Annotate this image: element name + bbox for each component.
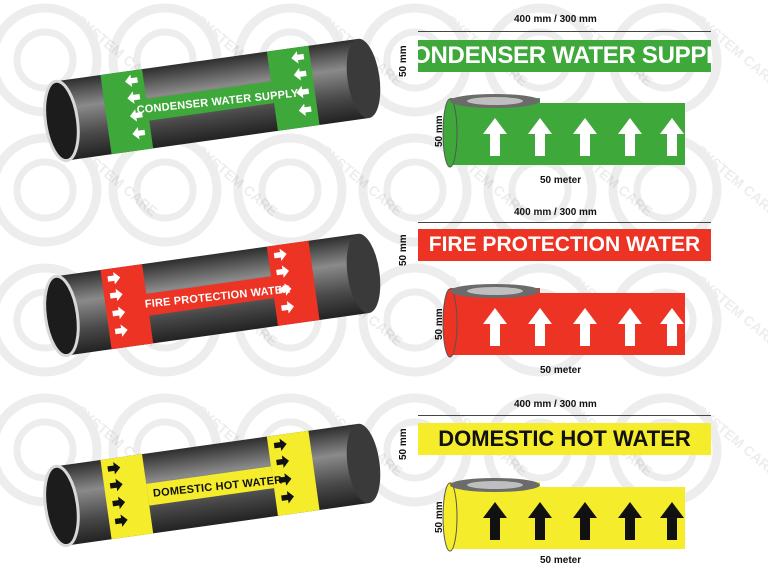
flow-arrow-icon bbox=[278, 283, 292, 296]
roll-core bbox=[467, 287, 523, 295]
banner-label: DOMESTIC HOT WATER bbox=[438, 426, 691, 451]
pipe-illustration: DOMESTIC HOT WATER bbox=[43, 423, 381, 548]
pipe-end bbox=[346, 233, 381, 314]
marker-label-band bbox=[146, 276, 275, 316]
banner-strip: CONDENSER WATER SUPPLY bbox=[418, 40, 711, 72]
flow-arrow-icon bbox=[618, 502, 642, 540]
roll-side bbox=[442, 288, 458, 358]
width-dimension-line bbox=[418, 222, 711, 223]
flow-arrow-icon bbox=[528, 502, 552, 540]
flow-arrow-icon bbox=[483, 308, 507, 346]
pipe-illustration: FIRE PROTECTION WATER bbox=[43, 233, 381, 358]
roll-length-label: 50 meter bbox=[540, 175, 582, 186]
roll-length-label: 50 meter bbox=[540, 365, 582, 376]
flow-arrow-icon bbox=[114, 324, 128, 337]
flow-arrow-icon bbox=[573, 118, 597, 156]
marker-band-left bbox=[100, 264, 154, 350]
height-dimension-label: 50 mm bbox=[398, 234, 409, 266]
tape-roll bbox=[442, 284, 685, 358]
roll-core bbox=[467, 481, 523, 489]
flow-arrow-icon bbox=[125, 74, 138, 88]
flow-arrow-icon bbox=[293, 67, 307, 81]
pipe-end bbox=[346, 423, 381, 504]
flow-arrow-icon bbox=[660, 502, 684, 540]
flow-arrow-icon bbox=[660, 118, 684, 156]
flow-arrow-icon bbox=[114, 514, 128, 527]
flow-arrow-icon bbox=[109, 288, 123, 302]
flow-arrow-icon bbox=[281, 491, 295, 504]
banner-label: CONDENSER WATER SUPPLY bbox=[418, 42, 711, 69]
flow-arrow-icon bbox=[660, 308, 684, 346]
flow-arrow-icon bbox=[298, 103, 312, 117]
flow-arrow-icon bbox=[132, 127, 146, 140]
pipe-illustration: CONDENSER WATER SUPPLY bbox=[43, 38, 381, 163]
marker-label-band bbox=[146, 466, 275, 506]
flow-arrow-icon bbox=[528, 118, 552, 156]
banner-label: FIRE PROTECTION WATER bbox=[428, 233, 701, 256]
pipe-end bbox=[346, 38, 381, 119]
flow-arrow-icon bbox=[273, 438, 287, 452]
flow-arrow-icon bbox=[573, 308, 597, 346]
flow-arrow-icon bbox=[127, 91, 141, 104]
flow-arrow-icon bbox=[112, 306, 126, 320]
flow-arrow-icon bbox=[528, 308, 552, 346]
roll-length-label: 50 meter bbox=[540, 555, 582, 566]
flow-arrow-icon bbox=[112, 496, 126, 510]
tape-roll bbox=[442, 94, 685, 168]
width-dimension-line bbox=[418, 415, 711, 416]
marker-band-right bbox=[266, 430, 320, 516]
marker-band-left bbox=[100, 454, 154, 540]
marker-row-condenser: CONDENSER WATER SUPPLY 400 mm / 300 mm C… bbox=[0, 5, 768, 190]
marker-row-domestic: DOMESTIC HOT WATER 400 mm / 300 mm DOMES… bbox=[0, 390, 768, 575]
roll-side bbox=[442, 98, 458, 168]
width-dimension-label: 400 mm / 300 mm bbox=[514, 14, 597, 25]
banner-strip: FIRE PROTECTION WATER bbox=[418, 229, 711, 261]
flow-arrow-icon bbox=[276, 455, 289, 468]
flow-arrow-icon bbox=[278, 473, 292, 486]
pipe-opening bbox=[43, 464, 80, 548]
flow-arrow-icon bbox=[129, 109, 143, 122]
marker-label-band bbox=[146, 81, 275, 121]
roll-side bbox=[442, 482, 458, 552]
flow-arrow-icon bbox=[618, 308, 642, 346]
flow-arrow-icon bbox=[107, 271, 121, 285]
flow-arrow-icon bbox=[273, 248, 287, 262]
flow-arrow-icon bbox=[483, 118, 507, 156]
tape-roll bbox=[442, 478, 685, 552]
width-dimension-line bbox=[418, 31, 711, 32]
flow-arrow-icon bbox=[483, 502, 507, 540]
flow-arrow-icon bbox=[109, 478, 123, 492]
height-dimension-label: 50 mm bbox=[398, 428, 409, 460]
flow-arrow-icon bbox=[573, 502, 597, 540]
flow-arrow-icon bbox=[618, 118, 642, 156]
pipe-opening bbox=[43, 274, 80, 358]
banner-strip: DOMESTIC HOT WATER bbox=[418, 423, 711, 455]
roll-core bbox=[467, 97, 523, 105]
height-dimension-label: 50 mm bbox=[398, 45, 409, 77]
flow-arrow-icon bbox=[276, 265, 289, 278]
flow-arrow-icon bbox=[296, 85, 310, 99]
pipe-opening bbox=[43, 79, 80, 163]
width-dimension-label: 400 mm / 300 mm bbox=[514, 207, 597, 218]
flow-arrow-icon bbox=[281, 301, 295, 314]
marker-row-fire: FIRE PROTECTION WATER 400 mm / 300 mm FI… bbox=[0, 200, 768, 385]
width-dimension-label: 400 mm / 300 mm bbox=[514, 399, 597, 410]
marker-band-right bbox=[266, 240, 320, 326]
flow-arrow-icon bbox=[291, 51, 305, 64]
flow-arrow-icon bbox=[107, 461, 121, 475]
